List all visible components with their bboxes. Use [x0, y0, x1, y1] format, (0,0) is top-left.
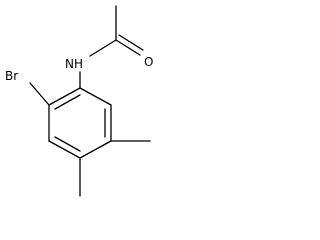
bond-carbonyl-o-1	[115, 39, 141, 56]
nh-label: NH	[65, 57, 83, 71]
molecule-svg: O NH Br	[5, 5, 153, 197]
bond-ring-c4-c5-inner	[54, 136, 81, 152]
bond-carbonyl-o-2	[118, 34, 144, 51]
bond-ring-bromine	[29, 82, 50, 106]
bond-ring-c6-c1-inner	[54, 94, 81, 110]
structure-diagram: O NH Br	[0, 0, 160, 225]
bond-ring-c3-c4	[79, 140, 112, 159]
bond-ring-c1-c2	[79, 87, 112, 106]
bond-carbonyl-nh	[89, 39, 117, 57]
bond-ring-c6-c1	[48, 87, 81, 106]
oxygen-label: O	[144, 55, 153, 69]
bromine-label: Br	[5, 69, 18, 83]
bond-ring-c4-c5	[48, 140, 81, 159]
